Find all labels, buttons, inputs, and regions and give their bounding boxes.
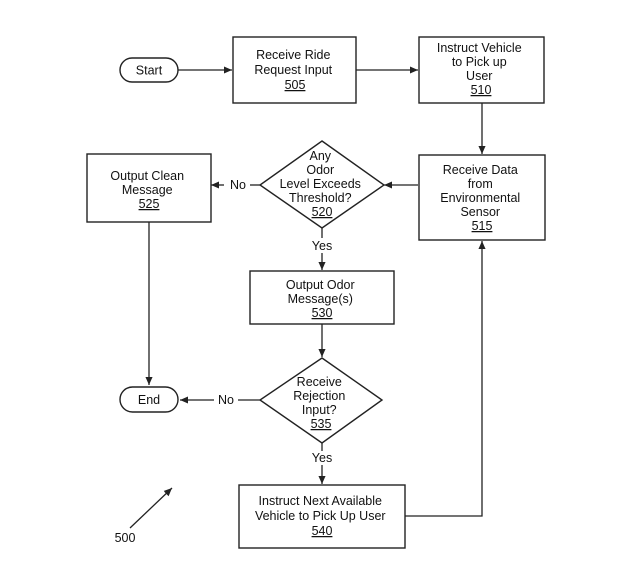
process-510-line-1: Instruct Vehicle bbox=[437, 41, 522, 55]
edge-540-to-515 bbox=[405, 241, 486, 517]
process-525-line-2: Message bbox=[122, 183, 173, 197]
process-515-line-3: Environmental bbox=[440, 191, 520, 205]
process-530-ref: 530 bbox=[312, 306, 333, 320]
process-525-ref: 525 bbox=[139, 197, 160, 211]
process-515-shape bbox=[418, 154, 546, 241]
process-510-ref: 510 bbox=[471, 83, 492, 97]
node-535: Receive Rejection Input? 535 bbox=[258, 357, 384, 444]
process-540-text: Instruct Next Available Vehicle to Pick … bbox=[255, 494, 389, 538]
decision-520-line-4: Threshold? bbox=[289, 191, 352, 205]
process-510-line-2: to Pick up bbox=[452, 55, 507, 69]
decision-535-text: Receive Rejection Input? 535 bbox=[293, 375, 349, 431]
decision-535-line-3: Input? bbox=[302, 403, 337, 417]
process-510-line-3: User bbox=[466, 69, 492, 83]
node-530: Output Odor Message(s) 530 bbox=[249, 270, 395, 325]
process-540-line-2: Vehicle to Pick Up User bbox=[255, 509, 386, 523]
process-505-shape bbox=[232, 36, 357, 104]
process-515-ref: 515 bbox=[472, 219, 493, 233]
node-end: End bbox=[119, 386, 179, 413]
figure-ref-arrow bbox=[129, 487, 173, 529]
process-525-line-1: Output Clean bbox=[110, 169, 184, 183]
decision-520-line-2: Odor bbox=[306, 163, 334, 177]
decision-535-shape bbox=[258, 357, 384, 444]
terminal-start-shape bbox=[119, 57, 179, 83]
decision-535-ref: 535 bbox=[311, 417, 332, 431]
edge-label-no-535: No bbox=[218, 393, 234, 407]
process-530-text: Output Odor Message(s) 530 bbox=[286, 278, 358, 320]
end-label: End bbox=[138, 393, 160, 407]
process-540-shape bbox=[238, 484, 406, 549]
process-515-line-4: Sensor bbox=[460, 205, 500, 219]
process-510-text: Instruct Vehicle to Pick up User 510 bbox=[437, 41, 525, 97]
process-505-line-2: Request Input bbox=[254, 63, 332, 77]
node-540: Instruct Next Available Vehicle to Pick … bbox=[238, 484, 406, 549]
node-525: Output Clean Message 525 bbox=[86, 153, 212, 223]
process-525-text: Output Clean Message 525 bbox=[110, 169, 187, 211]
process-530-line-2: Message(s) bbox=[288, 292, 353, 306]
edge-label-no-520: No bbox=[230, 178, 246, 192]
edges bbox=[129, 66, 486, 529]
node-510: Instruct Vehicle to Pick up User 510 bbox=[418, 36, 545, 104]
process-530-shape bbox=[249, 270, 395, 325]
process-505-line-1: Receive Ride bbox=[256, 48, 330, 62]
decision-520-line-3: Level Exceeds bbox=[280, 177, 361, 191]
node-start: Start bbox=[119, 57, 179, 83]
process-515-line-1: Receive Data bbox=[443, 163, 518, 177]
node-515: Receive Data from Environmental Sensor 5… bbox=[418, 154, 546, 241]
decision-535-line-1: Receive bbox=[297, 375, 342, 389]
process-540-ref: 540 bbox=[312, 524, 333, 538]
process-540-line-1: Instruct Next Available bbox=[259, 494, 382, 508]
node-520: Any Odor Level Exceeds Threshold? 520 bbox=[258, 140, 386, 229]
process-510-shape bbox=[418, 36, 545, 104]
process-505-text: Receive Ride Request Input 505 bbox=[254, 48, 335, 92]
figure-ref-label: 500 bbox=[115, 531, 136, 545]
decision-520-line-1: Any bbox=[309, 149, 331, 163]
process-505-ref: 505 bbox=[285, 78, 306, 92]
node-505: Receive Ride Request Input 505 bbox=[232, 36, 357, 104]
process-515-line-2: from bbox=[468, 177, 493, 191]
decision-520-ref: 520 bbox=[312, 205, 333, 219]
terminal-end-shape bbox=[119, 386, 179, 413]
process-515-text: Receive Data from Environmental Sensor 5… bbox=[440, 163, 523, 233]
decision-535-line-2: Rejection bbox=[293, 389, 345, 403]
decision-520-shape bbox=[258, 140, 386, 229]
decision-520-text: Any Odor Level Exceeds Threshold? 520 bbox=[280, 149, 365, 219]
process-525-shape bbox=[86, 153, 212, 223]
start-label: Start bbox=[136, 64, 163, 78]
edge-label-yes-535: Yes bbox=[312, 451, 332, 465]
edge-label-yes-520: Yes bbox=[312, 239, 332, 253]
process-530-line-1: Output Odor bbox=[286, 278, 355, 292]
